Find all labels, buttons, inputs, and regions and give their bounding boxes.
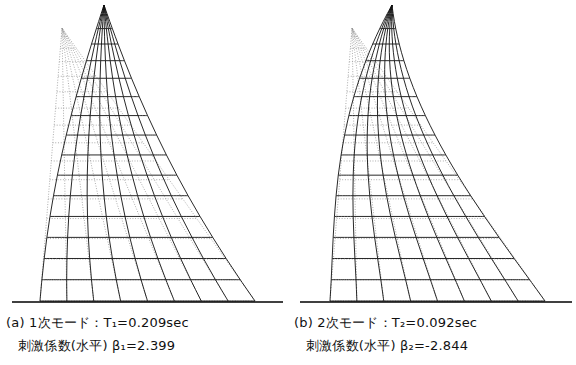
undeformed-mesh bbox=[43, 259, 225, 260]
undeformed-mesh bbox=[62, 28, 201, 301]
mode-2-panel bbox=[330, 5, 545, 301]
undeformed-mesh bbox=[62, 28, 67, 301]
undeformed-mesh bbox=[62, 28, 228, 301]
mode-caption: (b) 2次モード：T₂=0.092sec bbox=[294, 315, 477, 331]
deformed-mesh bbox=[104, 5, 148, 301]
undeformed-mesh bbox=[56, 108, 119, 109]
deformed-mesh bbox=[67, 5, 104, 301]
deformed-mesh bbox=[392, 5, 492, 301]
undeformed-mesh bbox=[350, 48, 366, 49]
participation-factor: 刺激係数(水平) β₁=2.399 bbox=[18, 338, 175, 354]
undeformed-mesh bbox=[60, 48, 76, 49]
mode-1-panel bbox=[40, 5, 255, 301]
mode-caption: (a) 1次モード：T₁=0.209sec bbox=[6, 315, 189, 331]
undeformed-mesh bbox=[62, 28, 148, 301]
deformed-mesh bbox=[104, 5, 255, 301]
undeformed-mesh bbox=[58, 76, 96, 77]
participation-factor: 刺激係数(水平) β₂=-2.844 bbox=[306, 338, 468, 354]
undeformed-mesh bbox=[53, 142, 143, 143]
deformed-mesh bbox=[392, 5, 518, 301]
ground-line bbox=[300, 301, 572, 303]
deformed-mesh bbox=[104, 5, 228, 301]
undeformed-mesh bbox=[352, 28, 438, 301]
undeformed-mesh bbox=[352, 28, 491, 301]
undeformed-mesh bbox=[352, 28, 357, 301]
undeformed-mesh bbox=[348, 76, 386, 77]
deformed-mesh bbox=[330, 5, 392, 301]
undeformed-mesh bbox=[352, 28, 464, 301]
undeformed-mesh bbox=[352, 28, 545, 301]
deformed-mesh bbox=[40, 5, 104, 301]
deformed-mesh bbox=[100, 5, 121, 301]
deformed-mesh bbox=[353, 5, 392, 301]
undeformed-mesh bbox=[330, 28, 352, 301]
undeformed-mesh bbox=[352, 28, 518, 301]
deformed-mesh bbox=[392, 5, 545, 301]
ground-line bbox=[12, 301, 283, 303]
deformed-mesh bbox=[367, 5, 392, 301]
undeformed-mesh bbox=[40, 28, 62, 301]
deformed-mesh bbox=[385, 5, 438, 301]
undeformed-mesh bbox=[343, 142, 433, 143]
